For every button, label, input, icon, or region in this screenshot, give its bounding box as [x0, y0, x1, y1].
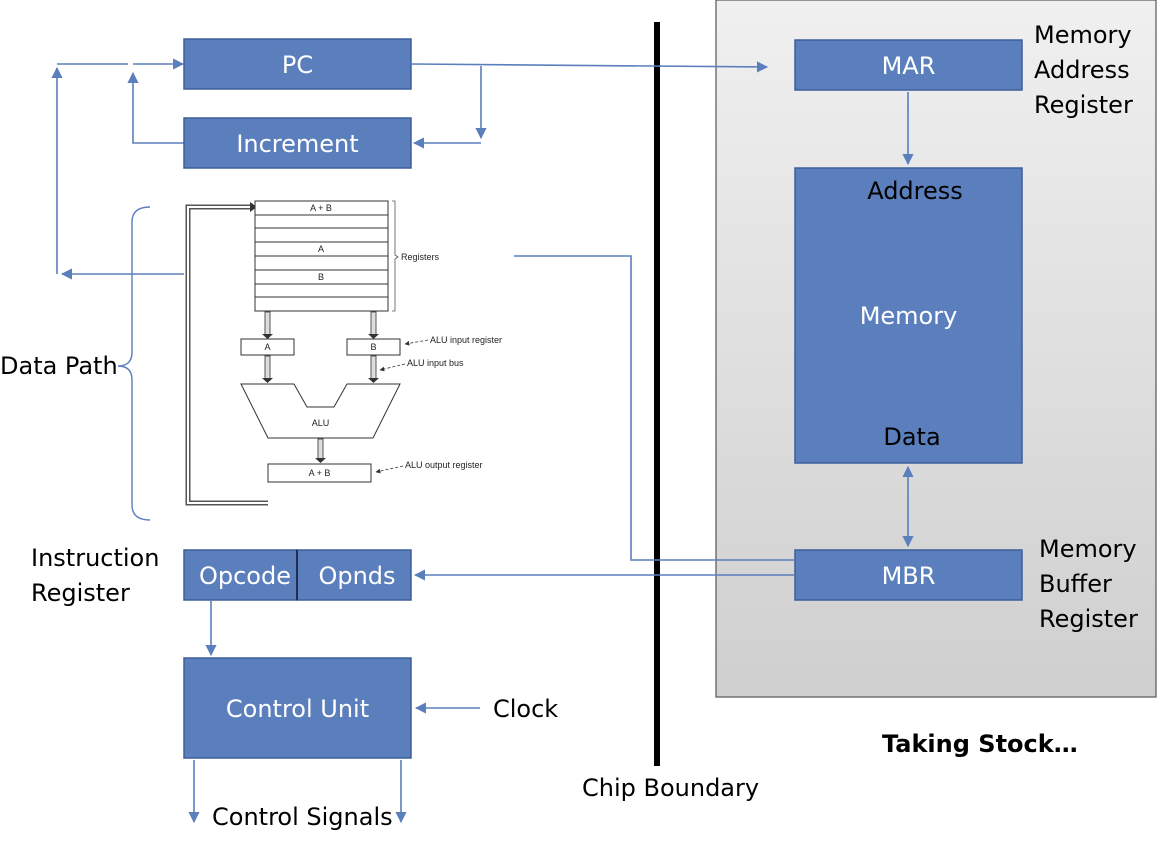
diagram-title: Taking Stock…: [882, 730, 1078, 758]
alu-input-b-label: B: [370, 342, 376, 352]
control-signals-label: Control Signals: [212, 803, 393, 831]
mar-description-line3: Register: [1034, 91, 1133, 119]
pc-block: [183, 38, 412, 90]
alu-shape: [240, 383, 401, 439]
alu-output-register: [267, 463, 372, 483]
mbr-registers-wire: [472, 250, 794, 561]
chip-boundary-label: Chip Boundary: [582, 774, 759, 802]
pipe-output-arrow: [315, 458, 326, 463]
data-path-inset: A + B A B Registers A B ALU input regist…: [184, 199, 514, 513]
memory-label: Memory: [860, 302, 958, 330]
mar-description-line1: Memory: [1034, 21, 1132, 49]
opnds-label: Opnds: [318, 562, 395, 590]
alu-input-a: [240, 338, 295, 356]
alu-input-b: [346, 338, 401, 356]
control-unit-label: Control Unit: [226, 695, 369, 723]
alu-input-register-label: ALU input register: [430, 335, 502, 345]
increment-to-pc-wire: [127, 71, 184, 144]
alu-input-a-label: A: [264, 342, 270, 352]
pipe-right-top: [370, 311, 377, 337]
mar-description-line2: Address: [1034, 56, 1130, 84]
address-label: Address: [867, 177, 963, 205]
alu-label: ALU: [312, 418, 330, 428]
mar-label: MAR: [882, 52, 936, 80]
alu-output-register-label: ALU output register: [405, 460, 483, 470]
pipe-left-bottom-arrow: [262, 378, 273, 383]
alu-input-bus-pointer: [379, 363, 406, 372]
register-a-plus-b: A + B: [310, 203, 332, 213]
pipe-output: [317, 438, 324, 461]
registers-label: Registers: [401, 252, 440, 262]
data-label: Data: [883, 423, 940, 451]
opcode-label: Opcode: [199, 562, 291, 590]
pc-to-mar-wire: [411, 61, 769, 73]
opcode-block: [183, 549, 298, 601]
registers-brace: [392, 200, 399, 312]
mbr-description-line2: Buffer: [1039, 570, 1112, 598]
instruction-register-label-line2: Register: [31, 579, 130, 607]
data-path-brace: [117, 206, 151, 521]
control-unit-block: [183, 657, 412, 759]
opnds-block: [296, 549, 412, 601]
mbr-block: [794, 549, 1023, 601]
alu-input-register-pointer: [404, 339, 429, 346]
mbr-description-line1: Memory: [1039, 535, 1137, 563]
increment-block: [183, 117, 412, 169]
increment-label: Increment: [236, 130, 358, 158]
clock-label: Clock: [493, 695, 558, 723]
pc-label: PC: [282, 51, 313, 79]
pipe-right-bottom: [370, 355, 377, 381]
memory-block: [794, 167, 1023, 464]
mbr-label: MBR: [882, 562, 936, 590]
pipe-left-top: [264, 311, 271, 337]
pipe-right-bottom-arrow: [368, 378, 379, 383]
instruction-register-label-line1: Instruction: [31, 544, 159, 572]
feedback-loop-inner: [187, 206, 268, 504]
register-b: B: [318, 272, 324, 282]
register-a: A: [318, 244, 324, 254]
pipe-left-top-arrow: [262, 334, 273, 339]
data-path-label: Data Path: [0, 352, 118, 380]
alu-input-bus-label: ALU input bus: [407, 358, 464, 368]
pipe-left-bottom: [264, 355, 271, 381]
alu-output-label: A + B: [309, 468, 331, 478]
mar-block: [794, 39, 1023, 91]
pipe-right-top-arrow: [368, 334, 379, 339]
feedback-arrowhead: [250, 202, 257, 212]
mbr-description-line3: Register: [1039, 605, 1138, 633]
